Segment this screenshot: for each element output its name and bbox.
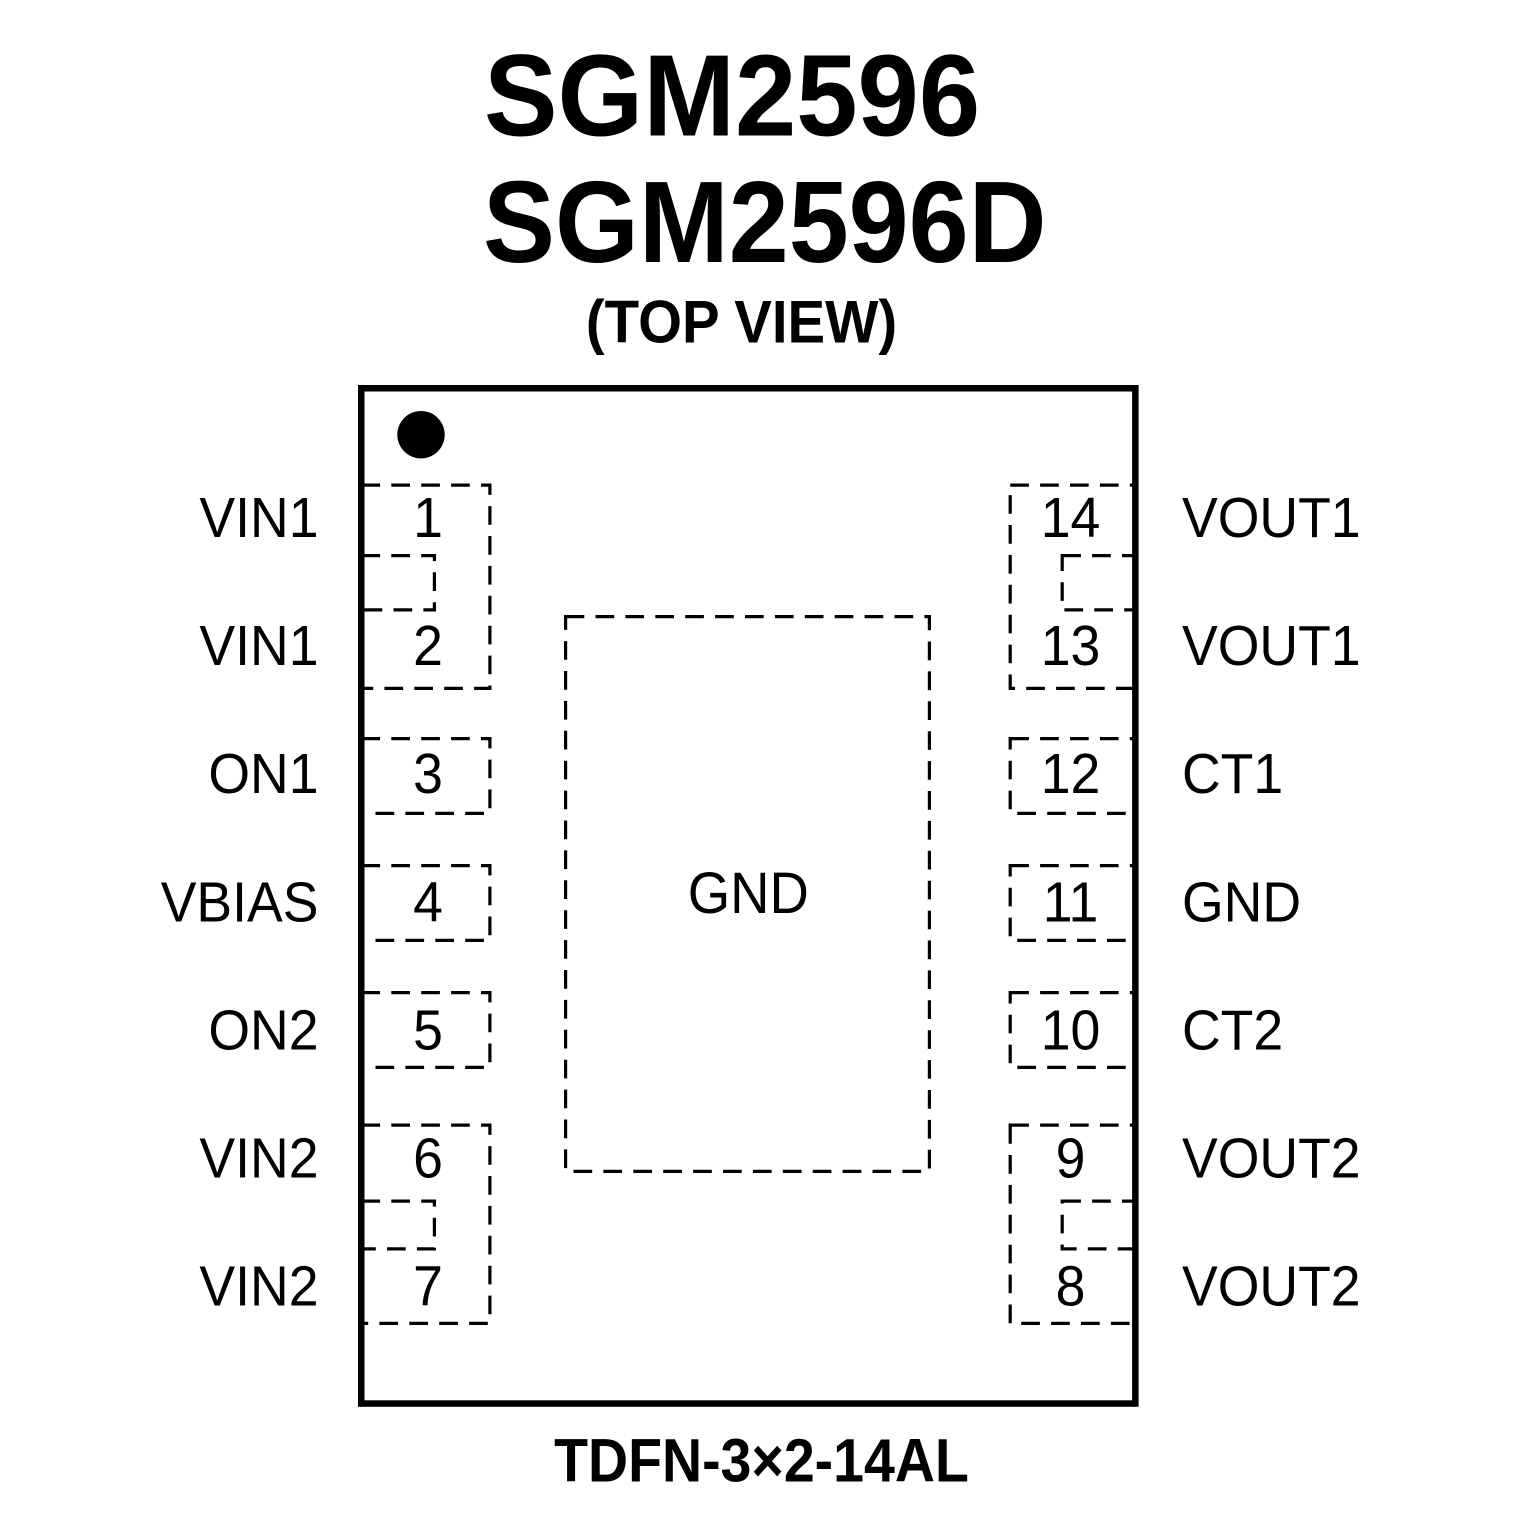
svg-text:2: 2	[413, 614, 443, 678]
svg-text:13: 13	[1041, 614, 1101, 678]
svg-text:TDFN-3×2-14AL: TDFN-3×2-14AL	[554, 1427, 969, 1495]
svg-text:12: 12	[1041, 742, 1101, 806]
svg-text:VOUT2: VOUT2	[1182, 1126, 1361, 1190]
svg-text:VIN2: VIN2	[199, 1254, 318, 1318]
svg-text:10: 10	[1041, 998, 1101, 1062]
svg-text:VOUT1: VOUT1	[1182, 614, 1361, 678]
svg-text:1: 1	[413, 485, 443, 549]
svg-text:VOUT1: VOUT1	[1182, 485, 1361, 549]
svg-text:GND: GND	[688, 860, 809, 925]
svg-text:VIN2: VIN2	[199, 1126, 318, 1190]
svg-text:(TOP VIEW): (TOP VIEW)	[586, 289, 897, 356]
svg-text:GND: GND	[1182, 870, 1301, 934]
svg-text:3: 3	[413, 742, 443, 806]
svg-text:SGM2596: SGM2596	[484, 31, 980, 160]
svg-text:VIN1: VIN1	[199, 485, 318, 549]
svg-text:14: 14	[1041, 485, 1101, 549]
svg-text:11: 11	[1043, 870, 1099, 934]
svg-text:VOUT2: VOUT2	[1182, 1254, 1361, 1318]
svg-text:ON1: ON1	[208, 742, 318, 806]
svg-text:VBIAS: VBIAS	[161, 870, 319, 934]
svg-text:CT1: CT1	[1182, 742, 1283, 806]
svg-text:4: 4	[413, 870, 443, 934]
svg-text:CT2: CT2	[1182, 998, 1283, 1062]
svg-text:9: 9	[1056, 1126, 1086, 1190]
svg-text:8: 8	[1056, 1254, 1086, 1318]
svg-text:7: 7	[413, 1254, 443, 1318]
svg-text:ON2: ON2	[208, 998, 318, 1062]
svg-text:SGM2596D: SGM2596D	[483, 157, 1047, 286]
svg-text:6: 6	[413, 1126, 443, 1190]
svg-text:5: 5	[413, 998, 443, 1062]
svg-text:VIN1: VIN1	[199, 614, 318, 678]
